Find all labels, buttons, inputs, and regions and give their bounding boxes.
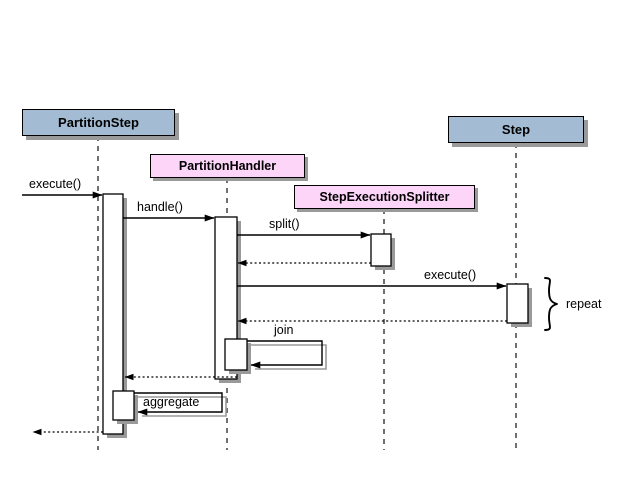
message-label-join: join xyxy=(274,323,294,337)
participant-partitionstep[interactable]: PartitionStep xyxy=(22,109,175,136)
message-arrows xyxy=(22,191,507,436)
selfloop-join-shadow xyxy=(251,344,327,370)
participant-partitionhandler[interactable]: PartitionHandler xyxy=(150,154,305,178)
participant-label-partitionhandler: PartitionHandler xyxy=(178,158,277,173)
activation-partitionstep-aggregate xyxy=(112,390,135,421)
participant-label-step: Step xyxy=(501,122,531,137)
participant-label-stepexecutionsplitter: StepExecutionSplitter xyxy=(319,189,450,204)
participant-label-partitionstep: PartitionStep xyxy=(58,115,139,130)
message-label-execute-step: execute() xyxy=(424,268,477,282)
participant-stepexecutionsplitter[interactable]: StepExecutionSplitter xyxy=(294,185,475,209)
self-message-loops xyxy=(134,340,327,417)
activation-partitionhandler-join xyxy=(224,338,248,371)
activation-splitter xyxy=(370,233,392,267)
message-label-aggregate: aggregate xyxy=(143,395,200,409)
selfloop-aggregate xyxy=(134,392,223,416)
message-label-execute-entry: execute() xyxy=(29,177,82,191)
selfloop-aggregate-shadow xyxy=(138,396,227,417)
selfloop-join xyxy=(247,340,323,369)
message-label-handle: handle() xyxy=(137,200,183,214)
activation-partitionstep xyxy=(102,193,124,435)
annotation-label-repeat: repeat xyxy=(566,297,602,311)
participant-step[interactable]: Step xyxy=(448,116,584,143)
message-label-split: split() xyxy=(269,217,300,231)
activation-bars xyxy=(102,193,532,438)
repeat-brace-icon xyxy=(544,277,558,331)
activation-step xyxy=(506,283,529,324)
